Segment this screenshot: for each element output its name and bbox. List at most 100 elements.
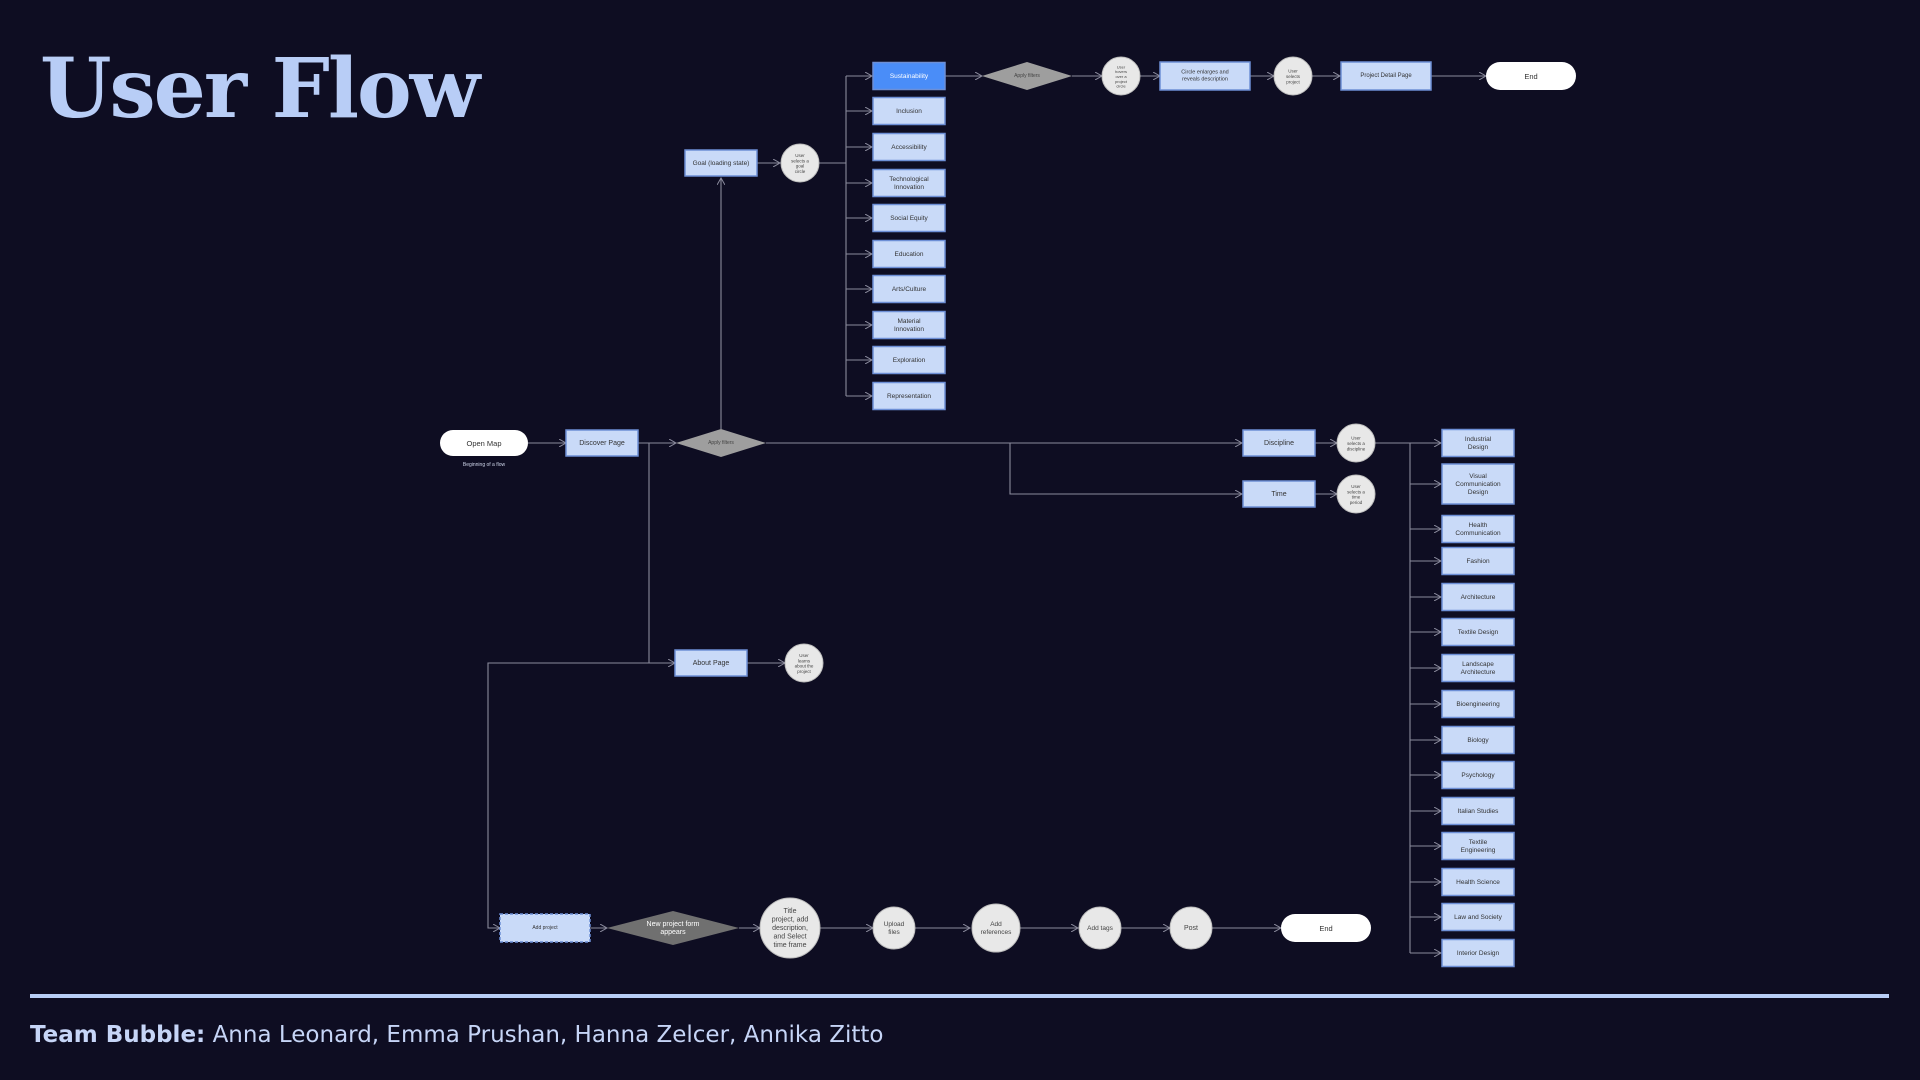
discipline-option-5-shape (1441, 617, 1515, 647)
post-circle-node: Post (1169, 906, 1213, 950)
start-note: Beginning of a flow (463, 462, 506, 468)
time-node-label: Time (1271, 491, 1286, 498)
discipline-option-7-shape (1441, 689, 1515, 719)
tags-circle-node: Add tags (1078, 906, 1122, 950)
footer-divider (30, 994, 1889, 998)
discipline-option-1-shape (1441, 463, 1515, 505)
goal-option-9-shape (872, 381, 946, 411)
apply-filters-node-label: Apply filters (708, 440, 734, 446)
time-node-shape (1242, 480, 1316, 508)
goal-node-label: Goal (loading state) (693, 160, 750, 167)
goal-end-node: End (1486, 62, 1576, 90)
discipline-option-3: Fashion (1441, 546, 1515, 576)
goal-option-9-label: Representation (887, 393, 931, 400)
goal-end-node-label: End (1524, 72, 1537, 81)
hover-circle-node-shape (1101, 56, 1141, 96)
discipline-option-9-label: Psychology (1461, 772, 1495, 779)
post-circle-node-shape (1169, 906, 1213, 950)
discipline-option-12-label: Health Science (1456, 879, 1500, 886)
team-label: Team Bubble: (30, 1022, 206, 1048)
edge-discover-add (487, 662, 649, 928)
discipline-option-10-label: Italian Studies (1458, 808, 1500, 815)
discipline-option-5: Textile Design (1441, 617, 1515, 647)
goal-option-2-shape (872, 132, 946, 162)
project-detail-node: Project Detail Page (1340, 61, 1432, 91)
discipline-option-3-label: Fashion (1466, 558, 1490, 565)
tags-circle-node-shape (1078, 906, 1122, 950)
start-node: Open Map (440, 430, 528, 456)
project-form-node-shape (607, 911, 739, 945)
page-title: User Flow (40, 41, 480, 137)
goal-apply-filters-node-label: Apply filters (1014, 73, 1040, 79)
discipline-option-10-shape (1441, 796, 1515, 826)
discipline-option-14-shape (1441, 938, 1515, 968)
discipline-node-label: Discipline (1264, 440, 1294, 447)
discipline-option-8: Biology (1441, 725, 1515, 755)
edge-filters-time (1009, 443, 1242, 494)
goal-option-5-shape (872, 239, 946, 269)
discipline-option-11-shape (1441, 831, 1515, 861)
discover-page-node-label: Discover Page (579, 440, 625, 447)
time-node: Time (1242, 480, 1316, 508)
edge-discover-about (648, 443, 675, 663)
discipline-option-9-shape (1441, 760, 1515, 790)
discipline-option-5-label: Textile Design (1458, 629, 1499, 636)
discipline-option-6-shape (1441, 653, 1515, 683)
discover-page-node: Discover Page (565, 429, 639, 457)
post-end-node: End (1281, 914, 1371, 942)
add-project-node-label: Add project (532, 925, 558, 931)
goal-apply-filters-node-shape (982, 62, 1072, 90)
goal-option-6-shape (872, 274, 946, 304)
goal-end-node-shape (1486, 62, 1576, 90)
goal-option-6: Arts/Culture (872, 274, 946, 304)
about-page-node: About Page (674, 649, 748, 677)
details-circle-node-shape (759, 897, 821, 959)
project-detail-node-shape (1340, 61, 1432, 91)
goal-option-3-shape (872, 168, 946, 198)
goal-option-0: Sustainability (872, 61, 946, 91)
discipline-option-3-shape (1441, 546, 1515, 576)
goal-option-2: Accessibility (872, 132, 946, 162)
discipline-option-12-shape (1441, 867, 1515, 897)
discipline-option-7: Bioengineering (1441, 689, 1515, 719)
upload-circle-node-shape (872, 906, 916, 950)
discipline-option-9: Psychology (1441, 760, 1515, 790)
goal-option-8: Exploration (872, 345, 946, 375)
discipline-node: Discipline (1242, 429, 1316, 457)
discipline-option-14: Interior Design (1441, 938, 1515, 968)
goal-option-9: Representation (872, 381, 946, 411)
goal-apply-filters-node: Apply filters (982, 62, 1072, 90)
apply-filters-node: Apply filters (676, 429, 766, 457)
time-circle-node-shape (1336, 474, 1376, 514)
tags-circle-node-label: Add tags (1087, 925, 1113, 932)
select-circle-node-shape (1273, 56, 1313, 96)
goal-node: Goal (loading state) (684, 149, 758, 177)
discipline-option-13: Law and Society (1441, 902, 1515, 932)
goal-node-shape (684, 149, 758, 177)
goal-option-5-label: Education (895, 251, 924, 258)
add-project-node: Add project (499, 913, 591, 943)
goal-option-0-label: Sustainability (890, 73, 929, 80)
goal-option-1-shape (872, 96, 946, 126)
